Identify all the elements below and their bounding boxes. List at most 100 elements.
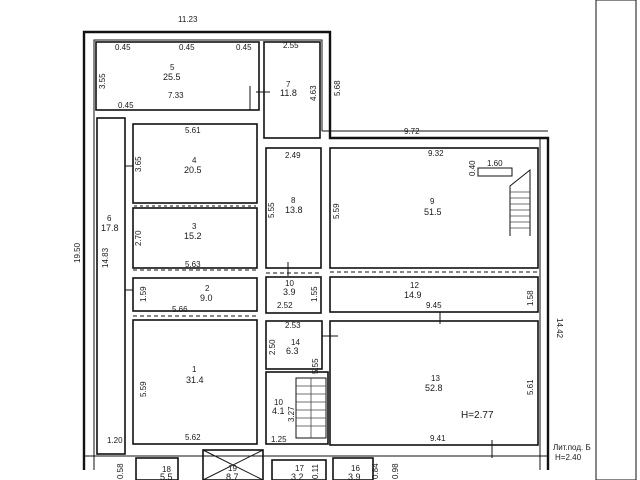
room-1 (132, 319, 258, 445)
dim-h-1483: 14.83 (101, 247, 110, 268)
dim-h-559a: 5.59 (139, 381, 148, 397)
room-8 (265, 147, 322, 269)
room-6 (96, 117, 126, 455)
staircase-9 (477, 167, 531, 236)
dashed-lines (133, 205, 538, 317)
room-18-number: 18 (162, 465, 171, 474)
room-16 (332, 457, 374, 480)
outer-walls (82, 0, 637, 480)
note-lit: Лит.под. Б (553, 443, 591, 452)
dim-mid-width: 9.72 (404, 127, 420, 136)
dim-w-125: 1.25 (271, 435, 287, 444)
dim-w-566: 5.66 (172, 305, 188, 314)
staircase-central (295, 377, 327, 439)
dim-h-250: 2.50 (268, 339, 277, 355)
dim-stair-160: 1.60 (487, 159, 503, 168)
dim-w-563: 5.63 (185, 260, 201, 269)
dim-045-d: 0.45 (118, 101, 134, 110)
room-3-number: 3 (192, 222, 197, 231)
room-4-area: 20.5 (184, 165, 202, 175)
room-12-number: 12 (410, 281, 419, 290)
room-5-number: 5 (170, 63, 175, 72)
dimensions: 11.23 19.50 14.42 9.72 7.33 0.45 0.45 0.… (73, 15, 564, 479)
dim-h-555b: 5.55 (311, 358, 320, 374)
room-2 (132, 277, 258, 312)
room-8-area: 13.8 (285, 205, 303, 215)
room-7-area: 11.8 (280, 88, 297, 98)
room-12-area: 14.9 (404, 290, 422, 300)
dim-w-249: 2.49 (285, 151, 301, 160)
room-10-area: 3.9 (283, 287, 296, 297)
room-1-number: 1 (192, 365, 197, 374)
dim-b-011: 0.11 (311, 463, 320, 479)
room-4 (132, 123, 258, 204)
room-12 (329, 276, 539, 313)
dim-h-270: 2.70 (134, 230, 143, 246)
room-17-area: 3.2 (291, 472, 304, 480)
room-9-number: 9 (430, 197, 435, 206)
room-10-number: 10 (285, 279, 294, 288)
door-marks (125, 86, 493, 458)
room-14-area: 6.3 (286, 346, 299, 356)
dim-h-159: 1.59 (139, 286, 148, 302)
room-5-area: 25.5 (163, 72, 181, 82)
room-2-area: 9.0 (200, 293, 213, 303)
room-16-area: 3.9 (348, 472, 361, 480)
dim-h-555a: 5.55 (267, 202, 276, 218)
dim-width-5: 7.33 (168, 91, 184, 100)
room-7-number: 7 (286, 80, 291, 89)
dim-h-463: 4.63 (309, 85, 318, 101)
dim-w-945: 9.45 (426, 301, 442, 310)
room-5 (95, 41, 260, 111)
room-9 (329, 147, 539, 269)
room-2-number: 2 (205, 284, 210, 293)
room-14 (265, 320, 323, 370)
dim-b-058: 0.58 (116, 463, 125, 479)
room-13-number: 13 (431, 374, 440, 383)
dim-left-height: 19.50 (73, 242, 82, 263)
room-19-number: 19 (228, 464, 237, 473)
dim-045-b: 0.45 (179, 43, 195, 52)
room-6-number: 6 (107, 214, 112, 223)
dim-w-932: 9.32 (428, 149, 444, 158)
room-18 (135, 457, 179, 480)
room-6-area: 17.8 (101, 223, 119, 233)
room-16-number: 16 (351, 464, 360, 473)
room-18-area: 5.5 (160, 472, 173, 480)
dim-045-a: 0.45 (115, 43, 131, 52)
dim-w-253: 2.53 (285, 321, 301, 330)
room-stair-hall (265, 371, 329, 445)
room-14-number: 14 (291, 338, 300, 347)
room-10 (265, 276, 322, 314)
room-19-cross-b (202, 449, 264, 480)
frame-right (595, 0, 637, 480)
room-10b-area: 4.1 (272, 406, 285, 416)
dim-w-252: 2.52 (277, 301, 293, 310)
dim-w-941: 9.41 (430, 434, 446, 443)
dim-w-255: 2.55 (283, 41, 299, 50)
dim-w-561: 5.61 (185, 126, 201, 135)
room-7 (263, 41, 321, 139)
dim-h-559b: 5.59 (332, 203, 341, 219)
room-19 (202, 449, 264, 480)
dim-top-width: 11.23 (178, 15, 198, 24)
note-height-lit: H=2.40 (555, 453, 582, 462)
notes: H=2.77 Лит.под. Б H=2.40 (461, 410, 591, 462)
stair-landing (477, 167, 513, 177)
dim-w-120: 1.20 (107, 436, 123, 445)
room-17-number: 17 (295, 464, 304, 473)
dim-stair-040: 0.40 (468, 160, 477, 176)
dim-right-height: 14.42 (555, 318, 564, 339)
dim-w-562: 5.62 (185, 433, 201, 442)
room-1-area: 31.4 (186, 375, 204, 385)
room-labels: 5 25.5 7 11.8 4 20.5 3 15.2 6 17.8 2 9.0… (101, 63, 443, 480)
room-3 (132, 207, 258, 269)
dim-b-098: 0.98 (391, 463, 400, 479)
room-3-area: 15.2 (184, 231, 202, 241)
room-10b-number: 10 (274, 398, 283, 407)
dim-h-327: 3.27 (287, 406, 296, 422)
room-8-number: 8 (291, 196, 296, 205)
room-17 (271, 459, 327, 480)
dim-h-365: 3.65 (134, 156, 143, 172)
dim-045-c: 0.45 (236, 43, 252, 52)
